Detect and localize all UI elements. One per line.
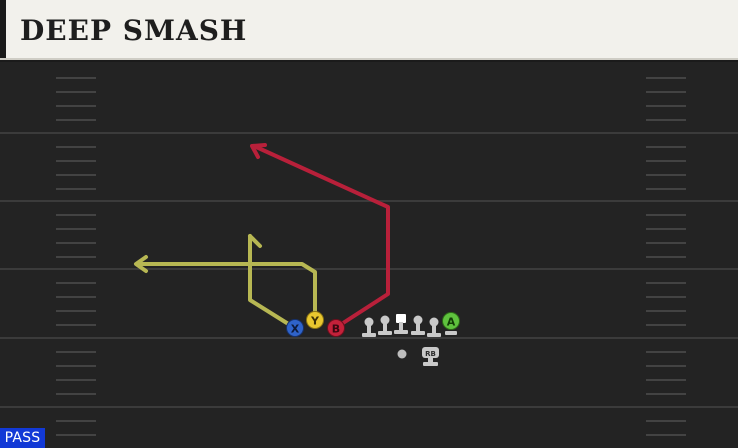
- running-back-label: RB: [425, 350, 436, 358]
- route-b-arrowhead: [250, 143, 267, 159]
- route-x: [248, 234, 292, 327]
- route-y: [136, 262, 317, 317]
- route-b: [252, 144, 390, 327]
- y-button-icon[interactable]: Y: [306, 311, 324, 329]
- route-x-arrowhead: [248, 234, 262, 248]
- play-field: RB X Y B A: [0, 62, 738, 448]
- play-type-badge: PASS: [0, 428, 45, 448]
- b-button-icon[interactable]: B: [327, 319, 345, 337]
- x-button-icon[interactable]: X: [286, 319, 304, 337]
- yard-lines: [0, 132, 738, 408]
- lineman-icon: [362, 317, 376, 337]
- lineman-icon: [427, 317, 441, 337]
- lineman-icon: [378, 315, 392, 335]
- lineman-icon: [411, 315, 425, 335]
- x-button-label: X: [291, 323, 300, 336]
- title-accent-stripe: [0, 0, 6, 58]
- a-button-icon[interactable]: A: [442, 312, 460, 336]
- b-button-label: B: [332, 323, 340, 336]
- route-y-arrowhead: [134, 255, 148, 273]
- center-icon: [394, 314, 408, 334]
- quarterback-icon: [397, 349, 407, 359]
- a-button-label: A: [447, 316, 456, 329]
- play-title-bar: DEEP SMASH: [0, 0, 738, 58]
- hash-marks: [56, 77, 686, 436]
- y-button-label: Y: [310, 315, 320, 328]
- routes: [134, 143, 390, 327]
- field-diagram: RB X Y B A: [0, 77, 738, 436]
- offensive-line: [362, 314, 441, 337]
- running-back-icon: RB: [422, 347, 439, 366]
- play-title: DEEP SMASH: [20, 14, 248, 47]
